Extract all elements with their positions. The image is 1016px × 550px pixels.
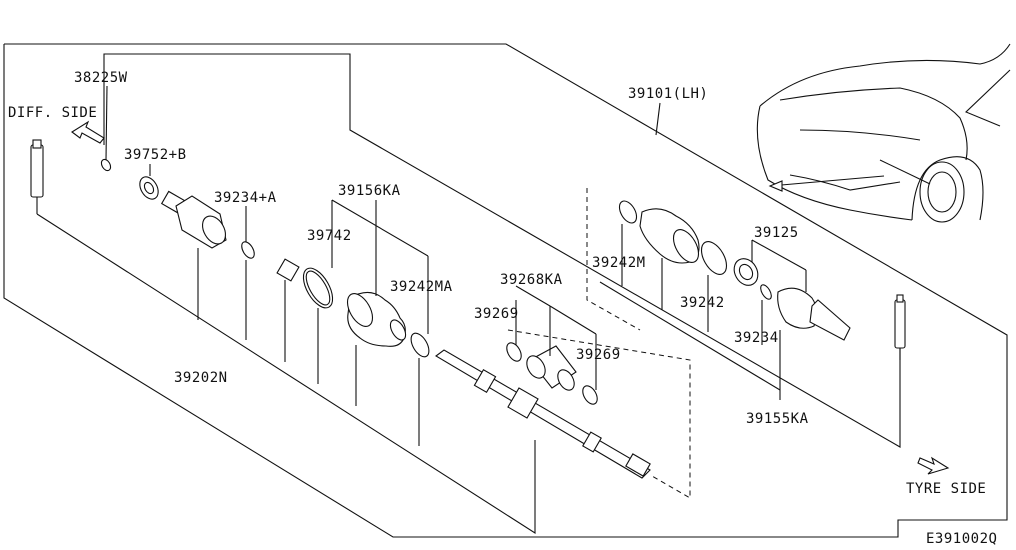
outboard-leader-line xyxy=(599,281,781,391)
damper-group-outline xyxy=(507,329,691,499)
part-39125-outer-joint xyxy=(777,287,851,400)
label-39234a: 39234+A xyxy=(214,190,277,206)
diagram-code: E391002Q xyxy=(926,531,997,545)
tyre-side-arrow-icon xyxy=(917,456,950,475)
part-39156ka-boot xyxy=(346,291,407,406)
part-39268ka-damper xyxy=(526,345,577,391)
part-39752b-bearing xyxy=(139,176,159,200)
inboard-leader-line xyxy=(36,213,536,535)
outboard-group-outline xyxy=(586,188,641,331)
part-outboard-boot xyxy=(639,208,700,310)
part-39242-band xyxy=(700,241,728,332)
part-39234-snap-ring xyxy=(760,284,772,345)
part-spider-assembly xyxy=(276,258,300,362)
tyre-side-shaft-stub xyxy=(894,294,906,360)
part-39234a-snap-ring xyxy=(241,241,255,340)
part-38225w-circlip xyxy=(100,158,112,172)
label-39269-a: 39269 xyxy=(474,306,519,322)
label-39242: 39242 xyxy=(680,295,725,311)
label-38225w: 38225W xyxy=(74,70,128,86)
label-39101lh: 39101(LH) xyxy=(628,86,708,102)
label-39742: 39742 xyxy=(307,228,352,244)
label-39269-b: 39269 xyxy=(576,347,621,363)
label-tyre-side: TYRE SIDE xyxy=(906,481,986,497)
part-drive-shaft xyxy=(435,349,651,479)
part-39742-band xyxy=(302,267,334,384)
callout-leaders xyxy=(105,85,807,390)
label-39268ka: 39268KA xyxy=(500,272,563,288)
label-39234: 39234 xyxy=(734,330,779,346)
diff-side-arrow-icon xyxy=(71,120,105,144)
diff-side-shaft-stub xyxy=(30,139,44,214)
label-39125: 39125 xyxy=(754,225,799,241)
vehicle-location-illustration xyxy=(756,43,1011,223)
label-39242m: 39242M xyxy=(592,255,646,271)
part-39242m-band xyxy=(618,200,638,286)
label-39202n: 39202N xyxy=(174,370,228,386)
label-diff-side: DIFF. SIDE xyxy=(8,105,97,121)
inboard-assembly-bracket xyxy=(103,53,901,448)
label-39155ka: 39155KA xyxy=(746,411,809,427)
part-39202n-joint-housing xyxy=(160,190,227,320)
part-39242ma-band xyxy=(410,332,430,446)
part-joint-cage xyxy=(733,258,759,286)
part-39269-band-b xyxy=(582,385,598,405)
label-39156ka: 39156KA xyxy=(338,183,401,199)
part-39269-band-a xyxy=(506,342,522,362)
label-39242ma: 39242MA xyxy=(390,279,453,295)
assembly-frame xyxy=(3,43,1008,538)
label-39752b: 39752+B xyxy=(124,147,187,163)
